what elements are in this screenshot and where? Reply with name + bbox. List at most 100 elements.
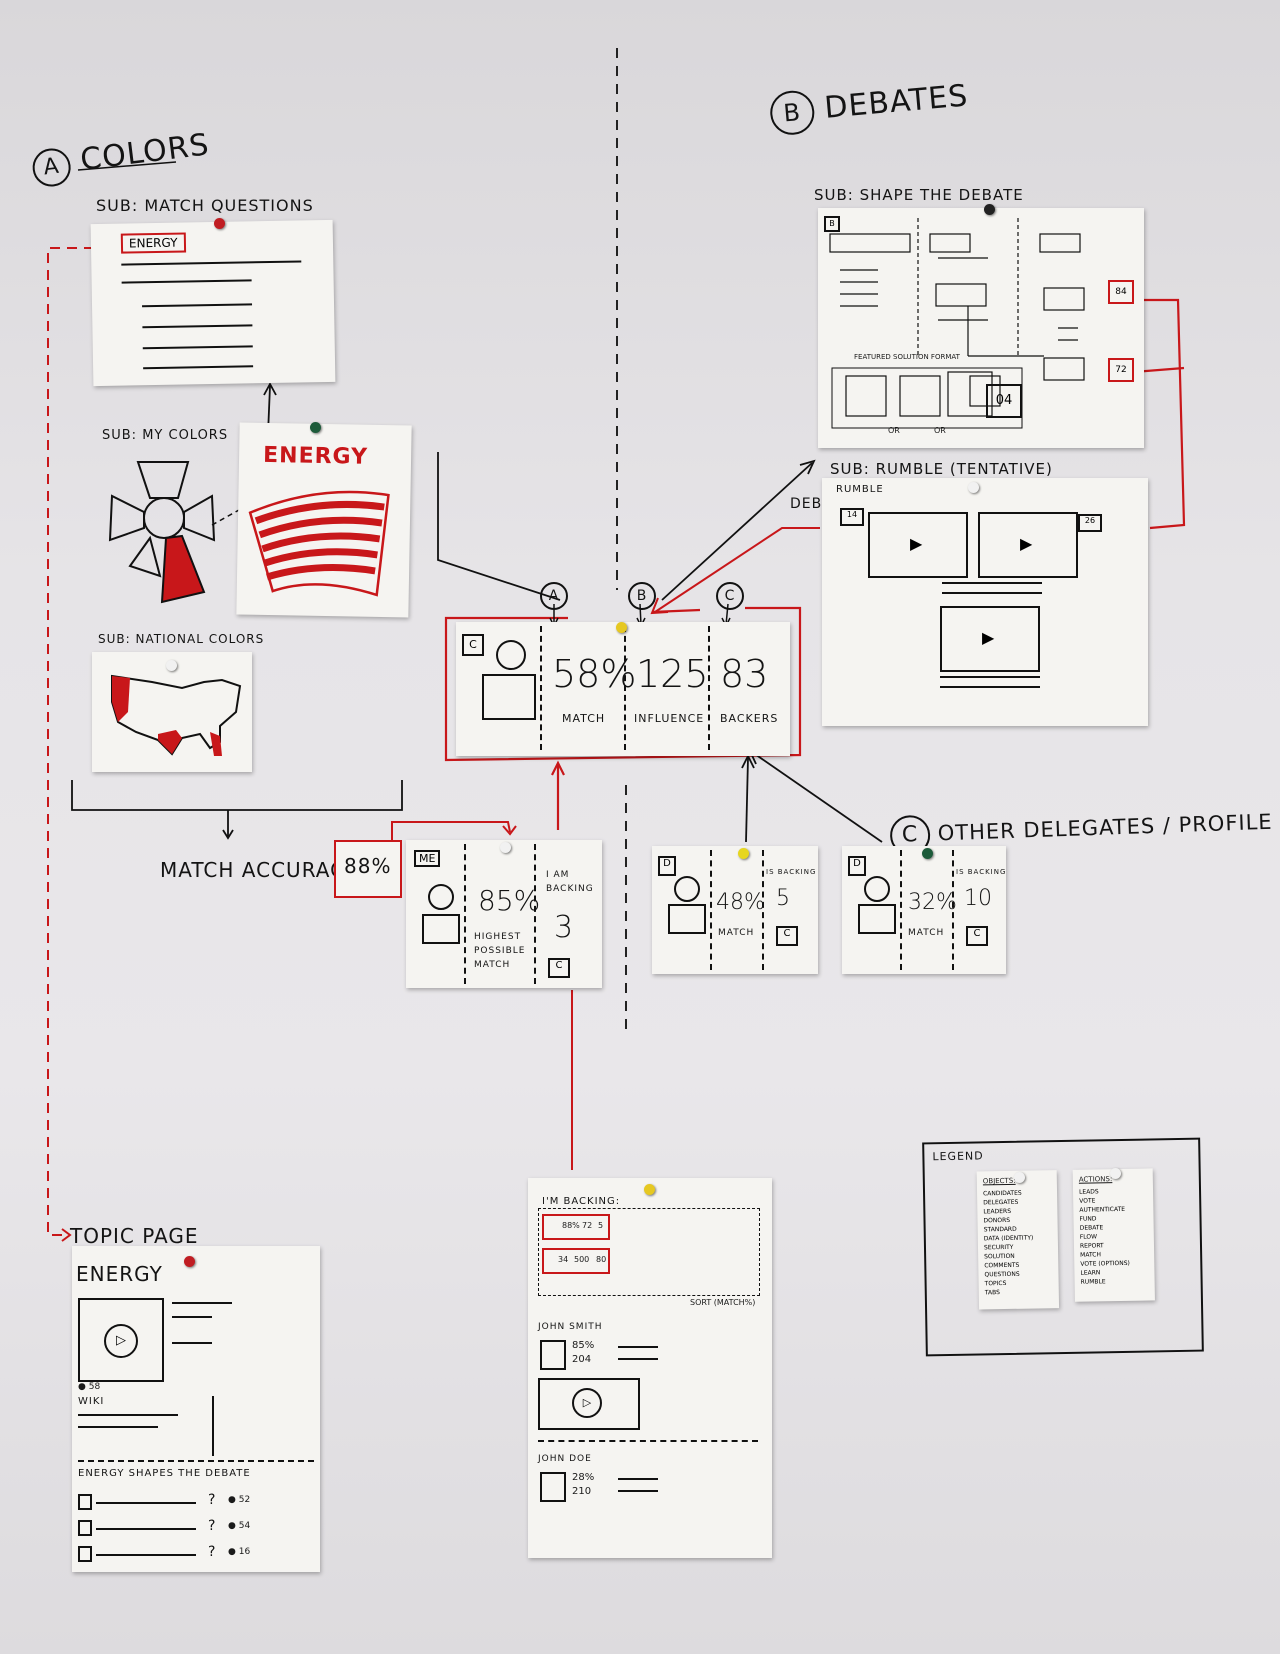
score-badge: 72 [1108, 358, 1134, 382]
white-pushpin [1110, 1168, 1121, 1179]
red-pushpin [184, 1256, 195, 1267]
delegate-backing-badge: C [776, 926, 798, 946]
delegate-backing-badge-label: C [783, 928, 791, 939]
backing-page-card: I'M BACKING: 88% 72 5 34 500 80 SORT (MA… [528, 1178, 772, 1558]
backing-heading: I'M BACKING: [542, 1196, 621, 1207]
rumble-count-right: 26 [1078, 514, 1102, 532]
person-avatar [540, 1340, 566, 1370]
delegate-backing-value: 10 [964, 886, 992, 911]
backing-row-highlighted[interactable]: 88% 72 5 [542, 1214, 610, 1240]
divider [538, 1440, 758, 1443]
stat-divider [762, 850, 764, 970]
backing-row-value: 72 [582, 1221, 593, 1230]
row-mark: ? [208, 1518, 217, 1534]
yellow-pushpin [616, 622, 627, 633]
person-name: JOHN SMITH [538, 1322, 603, 1332]
rumble-heading: SUB: RUMBLE (TENTATIVE) [830, 460, 1053, 478]
row-line [96, 1528, 196, 1530]
row-badge [78, 1546, 92, 1562]
row-mark: ? [208, 1492, 217, 1508]
delegate-match-label: MATCH [908, 928, 945, 938]
stat-divider [710, 850, 712, 970]
delegate-match-value: 48% [716, 890, 765, 915]
me-match-label: HIGHEST POSSIBLE MATCH [474, 932, 526, 970]
delegate-backing-badge-label: C [973, 928, 981, 939]
backing-row-value: 80 [596, 1255, 607, 1264]
legend-object-item: DATA (IDENTITY) [983, 1234, 1034, 1243]
row-line [940, 676, 1040, 678]
stat-backers-label: BACKERS [720, 712, 779, 725]
comment-count: ● 58 [78, 1382, 101, 1392]
video-player[interactable]: ▶ [978, 512, 1078, 578]
delegate-badge: D [848, 856, 866, 876]
video-player[interactable]: ▷ [78, 1298, 164, 1382]
topic-row[interactable]: ? ● 54 [78, 1518, 314, 1538]
stat-divider [900, 850, 902, 970]
topic-row[interactable]: ? ● 52 [78, 1492, 314, 1512]
play-icon[interactable]: ▷ [104, 1324, 138, 1358]
topic-page-label: TOPIC PAGE [70, 1224, 199, 1248]
topic-title: ENERGY [76, 1262, 163, 1286]
me-backing-label: I AM BACKING [546, 870, 594, 894]
text-line [172, 1342, 212, 1344]
play-icon[interactable]: ▶ [982, 628, 995, 647]
white-pushpin [1014, 1172, 1025, 1183]
sort-label[interactable]: SORT (MATCH%) [690, 1298, 756, 1307]
me-backing-badge: C [548, 958, 570, 978]
legend-action-item: VOTE (OPTIONS) [1080, 1259, 1130, 1268]
topic-page-card: ENERGY ▷ ● 58 WIKI ENERGY SHAPES THE DEB… [72, 1246, 320, 1572]
legend-object-item: TABS [984, 1289, 1000, 1297]
avatar [854, 876, 904, 946]
rumble-count-left-value: 14 [846, 510, 858, 519]
backing-row[interactable]: 34 500 80 [542, 1248, 610, 1274]
or-label: OR [934, 426, 946, 435]
wiki-label: WIKI [78, 1396, 105, 1407]
delegate-backing-label: IS BACKING [956, 868, 1007, 876]
energy-bars-drawing [248, 490, 390, 597]
national-colors-card [92, 652, 252, 772]
delegate-backing-label: IS BACKING [766, 868, 817, 876]
row-badge [78, 1520, 92, 1536]
play-icon[interactable]: ▷ [572, 1388, 602, 1418]
shapes-heading: ENERGY SHAPES THE DEBATE [78, 1468, 251, 1479]
white-pushpin [500, 842, 511, 853]
backing-row-value: 34 [558, 1255, 569, 1264]
me-badge-label: ME [419, 852, 436, 865]
legend-action-item: AUTHENTICATE [1079, 1205, 1126, 1214]
video-player[interactable]: ▶ [940, 606, 1040, 672]
topic-row[interactable]: ? ● 16 [78, 1544, 314, 1564]
row-comment-count: ● 54 [228, 1521, 251, 1531]
rumble-count-right-value: 26 [1084, 516, 1096, 525]
black-pushpin [984, 204, 995, 215]
yellow-pushpin [738, 848, 749, 859]
play-icon[interactable]: ▶ [910, 534, 923, 553]
text-line [618, 1490, 658, 1492]
avatar [664, 876, 714, 946]
national-colors-heading: SUB: NATIONAL COLORS [98, 632, 265, 646]
person-num: 210 [572, 1486, 592, 1497]
delegate-backing-value: 5 [776, 886, 790, 911]
text-line [212, 1396, 214, 1456]
match-accuracy-label: MATCH ACCURACY [160, 858, 358, 882]
comment-count-value: 58 [88, 1382, 101, 1392]
video-player[interactable]: ▷ [538, 1378, 640, 1430]
person-pct: 28% [572, 1472, 595, 1483]
row-comment-value: 54 [238, 1521, 251, 1531]
match-questions-heading: SUB: MATCH QUESTIONS [96, 196, 314, 215]
my-colors-heading: SUB: MY COLORS [102, 428, 229, 443]
stat-influence-label: INFLUENCE [634, 712, 705, 725]
text-line [618, 1358, 658, 1360]
video-player[interactable]: ▶ [868, 512, 968, 578]
rumble-side-label: DEB [790, 496, 823, 512]
delegate-backing-badge: C [966, 926, 988, 946]
me-profile-card: ME 85% HIGHEST POSSIBLE MATCH I AM BACKI… [406, 840, 602, 988]
center-profile-card: C 58% MATCH 125 INFLUENCE 83 BACKERS [456, 622, 790, 756]
row-mark: ? [208, 1544, 217, 1560]
play-icon[interactable]: ▶ [1020, 534, 1033, 553]
delegate-badge-label: D [663, 858, 671, 869]
stat-backers-value: 83 [720, 652, 769, 696]
